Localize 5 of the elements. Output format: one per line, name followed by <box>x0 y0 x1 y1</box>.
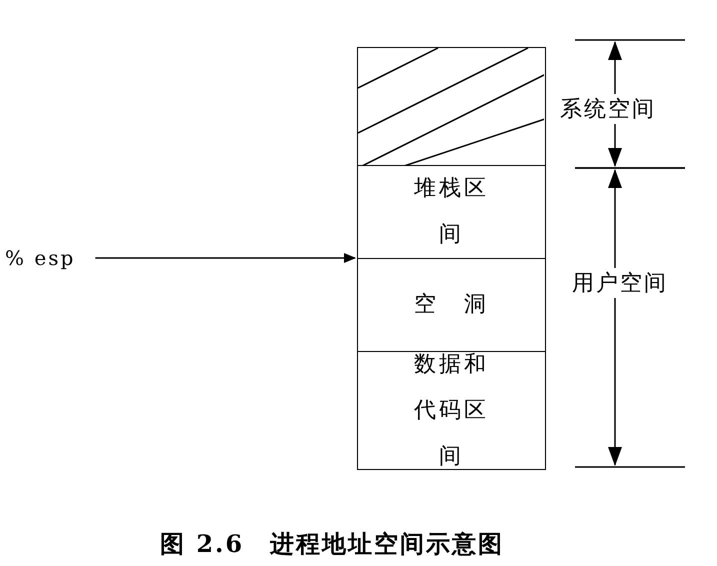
arrow <box>95 253 356 263</box>
memory-region: 堆栈区间 <box>357 165 546 259</box>
hatched-region <box>357 47 546 166</box>
memory-region: 数据和代码区间 <box>357 352 546 470</box>
memory-region: 空 洞 <box>357 258 546 352</box>
